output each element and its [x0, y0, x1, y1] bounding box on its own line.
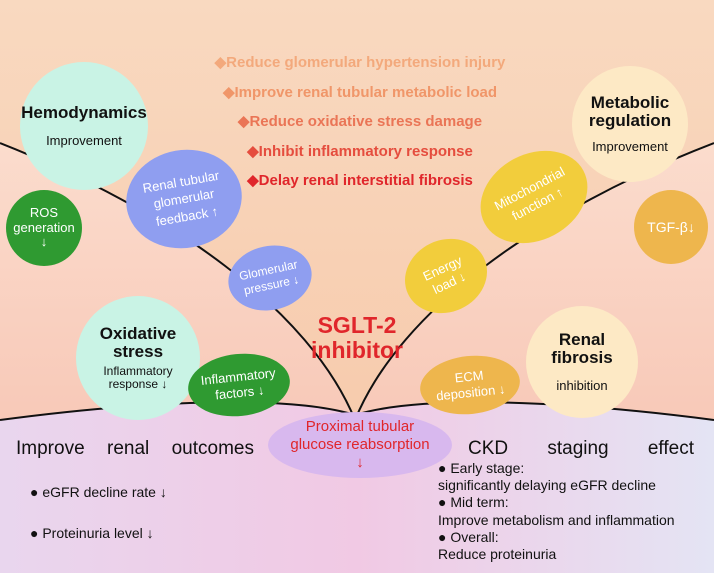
outcome-item: ● Proteinuria level ↓: [30, 525, 154, 541]
ckd-staging-list: ● Early stage: significantly delaying eG…: [438, 460, 675, 563]
benefit-item: ◆Inhibit inflammatory response: [247, 142, 473, 160]
oxidative-stress-circle: Oxidative stress Inflammatory response ↓: [76, 296, 200, 420]
proximal-reabsorption-oval: Proximal tubular glucose reabsorption ↓: [268, 412, 452, 478]
benefit-item: ◆Improve renal tubular metabolic load: [222, 83, 498, 101]
metabolic-regulation-circle: Metabolic regulation Improvement: [572, 66, 688, 182]
oxidative-sub-line2: response ↓: [108, 376, 168, 391]
sglt2-line2: inhibitor: [311, 337, 403, 363]
proximal-line1: Proximal tubular: [305, 418, 415, 435]
ckd-word: effect: [647, 438, 694, 459]
metabolic-title-line1: Metabolic: [590, 93, 670, 112]
metabolic-title-line2: regulation: [588, 110, 672, 130]
outcomes-word: renal: [107, 438, 150, 459]
benefit-item: ◆Reduce oxidative stress damage: [237, 113, 483, 130]
benefit-list: ◆Reduce glomerular hypertension injury ◆…: [150, 48, 570, 196]
fibrosis-title-line1: Renal: [558, 330, 606, 349]
oxidative-title-line1: Oxidative: [99, 323, 177, 343]
tgf-beta-circle: TGF-β↓: [634, 190, 708, 264]
ckd-heading: CKD staging effect: [468, 438, 694, 460]
ros-line2: generation: [13, 219, 75, 235]
fibrosis-subtitle: inhibition: [556, 377, 608, 393]
ckd-word: staging: [547, 438, 609, 459]
hemodynamics-subtitle: Improvement: [46, 132, 122, 148]
hemodynamics-title: Hemodynamics: [21, 102, 147, 122]
outcomes-heading: Improve renal outcomes: [16, 438, 254, 460]
tgf-beta-label: TGF-β↓: [647, 219, 695, 235]
benefit-item: ◆Reduce glomerular hypertension injury: [214, 54, 506, 71]
renal-fibrosis-circle: Renal fibrosis inhibition: [526, 306, 638, 418]
ckd-line: significantly delaying eGFR decline: [438, 477, 656, 494]
outcome-item: ● eGFR decline rate ↓: [30, 484, 167, 500]
ros-generation-circle: ROS generation ↓: [6, 190, 82, 266]
fibrosis-title-line2: fibrosis: [551, 347, 613, 367]
ckd-line: Reduce proteinuria: [438, 546, 557, 563]
outcomes-word: Improve: [16, 438, 85, 459]
ckd-line: Improve metabolism and inflammation: [438, 511, 675, 528]
oxidative-sub-line1: Inflammatory: [103, 363, 173, 378]
ckd-word: CKD: [468, 438, 509, 459]
ros-line3: ↓: [40, 234, 48, 250]
ckd-line: ● Overall:: [438, 528, 499, 545]
ckd-line: ● Mid term:: [438, 494, 509, 511]
oxidative-title-line2: stress: [112, 341, 164, 361]
hemodynamics-circle: Hemodynamics Improvement: [20, 62, 148, 190]
bottom-region: [0, 402, 714, 573]
proximal-line3: ↓: [356, 454, 364, 471]
ros-line1: ROS: [29, 204, 59, 220]
sglt2-line1: SGLT-2: [317, 312, 397, 338]
ckd-line: ● Early stage:: [438, 460, 525, 476]
benefit-item: ◆Delay renal interstitial fibrosis: [247, 172, 473, 189]
metabolic-subtitle: Improvement: [592, 138, 668, 154]
sglt2-inhibitor-label: SGLT-2 inhibitor: [282, 313, 432, 363]
proximal-line2: glucose reabsorption: [290, 436, 430, 453]
outcomes-word: outcomes: [171, 438, 254, 459]
